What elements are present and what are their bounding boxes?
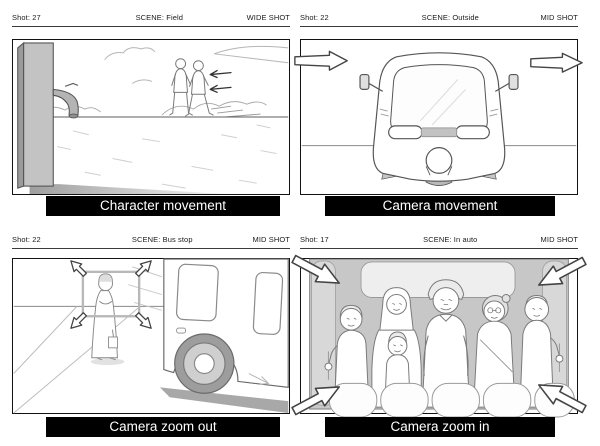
waiting-woman: [91, 273, 118, 361]
scene-label: SCENE: In auto: [423, 235, 478, 244]
pump-shadow: [29, 184, 226, 194]
grass-hatches: [57, 124, 277, 189]
character-direction-arrows-left: [209, 69, 232, 93]
family-in-auto-drawing: [291, 254, 587, 418]
auto-front-drawing: [294, 50, 583, 187]
storyboard-frame-outside: [294, 39, 583, 195]
scene-label: SCENE: Field: [135, 13, 184, 22]
scene-label: SCENE: Outside: [421, 13, 479, 22]
zoom-in-corner-arrows: [291, 254, 587, 416]
storyboard-frame-bus-stop: [12, 258, 290, 414]
storyboard-frame-in-auto: [291, 254, 587, 418]
panel-4-header: Shot: 17 SCENE: In auto MID SHOT: [300, 235, 578, 249]
shot-number-label: Shot: 22: [300, 13, 329, 22]
caption-bar: Character movement: [46, 196, 280, 216]
bus-shadow: [159, 387, 289, 413]
bus: [128, 258, 289, 394]
panel-3-header: Shot: 22 SCENE: Bus stop MID SHOT: [12, 235, 290, 249]
zoom-out-corner-arrows: [70, 260, 152, 329]
shot-number-label: Shot: 27: [12, 13, 41, 22]
shot-type-label: WIDE SHOT: [246, 13, 290, 22]
panel-2-header: Shot: 22 SCENE: Outside MID SHOT: [300, 13, 578, 27]
shot-number-label: Shot: 22: [12, 235, 41, 244]
scene-label: SCENE: Bus stop: [131, 235, 193, 244]
caption-bar: Camera zoom in: [325, 417, 555, 437]
walking-characters: [169, 58, 214, 117]
caption-bar: Camera movement: [325, 196, 555, 216]
caption-bar: Camera zoom out: [46, 417, 280, 437]
field-scene-drawing: [17, 41, 289, 194]
bus-stop-drawing: [13, 258, 289, 414]
zoom-frame-rectangle: [81, 270, 141, 318]
auto-rickshaw-front: [359, 52, 519, 187]
water-pump: [17, 41, 79, 189]
panel-1-header: Shot: 27 SCENE: Field WIDE SHOT: [12, 13, 290, 27]
seat-headrests: [328, 382, 575, 418]
shot-type-label: MID SHOT: [540, 13, 578, 22]
woman-shadow: [90, 358, 125, 366]
clouds-sketch: [104, 45, 289, 84]
shot-type-label: MID SHOT: [252, 235, 290, 244]
storyboard-frame-field: [12, 39, 290, 195]
camera-pan-right-arrows: [294, 50, 583, 73]
perspective-lines: [13, 306, 141, 414]
shot-type-label: MID SHOT: [540, 235, 578, 244]
shot-number-label: Shot: 17: [300, 235, 329, 244]
